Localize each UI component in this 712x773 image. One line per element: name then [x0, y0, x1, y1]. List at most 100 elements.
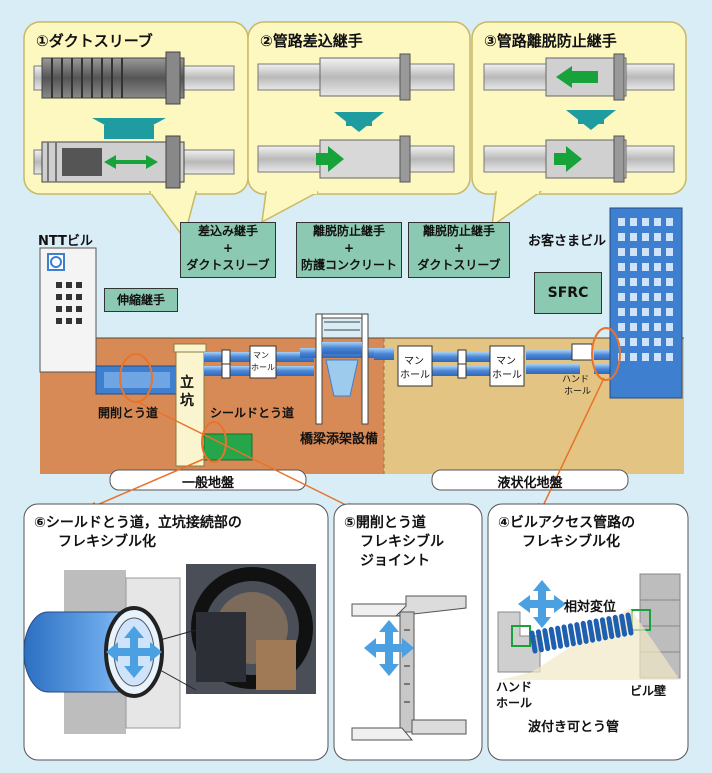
duct-sleeve-drawing	[33, 51, 235, 189]
corrugation-ring	[548, 626, 557, 650]
building-window	[618, 263, 625, 271]
shield-tunnel-label: シールドとう道	[210, 406, 295, 420]
manhole-a-label-bottom: ホール	[251, 363, 275, 372]
sfrc-label: SFRC	[534, 272, 602, 314]
building-window	[666, 263, 673, 271]
ntt-building-label: NTTビル	[38, 234, 93, 249]
corrugation-ring	[625, 612, 634, 636]
building-window	[618, 248, 625, 256]
building-window	[618, 233, 625, 241]
corrugation-ring	[599, 617, 608, 641]
relative-displacement-label: 相対変位	[564, 600, 617, 615]
building-window	[654, 233, 661, 241]
building-window	[642, 353, 649, 361]
expansion-joint-label: 伸縮継手	[104, 288, 178, 312]
ground-label-boxes	[109, 469, 629, 491]
manhole-c-label-top: マン	[496, 356, 516, 367]
building-window	[666, 323, 673, 331]
building-window	[618, 323, 625, 331]
shield-connection-drawing	[23, 564, 316, 734]
building-window	[642, 278, 649, 286]
building-wall-label: ビル壁	[630, 684, 667, 698]
building-window	[642, 338, 649, 346]
building-window	[630, 338, 637, 346]
panel-title-insertion-joint: ②管路差込継手	[260, 32, 363, 50]
manholes	[249, 343, 593, 387]
corrugation-ring	[587, 619, 596, 643]
insertion-joint-drawing	[257, 53, 455, 183]
building-window	[618, 308, 625, 316]
ntt-building	[39, 247, 97, 373]
corrugation-ring	[567, 623, 576, 647]
bridge-facility	[315, 313, 369, 425]
building-window	[630, 218, 637, 226]
handhole-detail-label-top: ハンド	[496, 680, 533, 694]
handhole-detail-label-bottom: ホール	[496, 696, 533, 710]
corrugation-ring	[619, 613, 628, 637]
building-window	[642, 293, 649, 301]
building-window	[642, 323, 649, 331]
corrugation-ring	[612, 614, 621, 638]
corrugation-ring	[593, 618, 602, 642]
building-window	[618, 218, 625, 226]
building-window	[654, 338, 661, 346]
panel-title-shield-connection: ⑥シールドとう道，立坑接続部のフレキシブル化	[34, 515, 242, 550]
corrugated-pipe-label: 波付き可とう管	[528, 720, 620, 735]
anti-detach-joint-drawing	[483, 53, 675, 183]
callout-insertion-sleeve: 差込み継手+ダクトスリーブ	[180, 222, 276, 278]
building-window	[630, 293, 637, 301]
shaft-label-top: 立	[180, 375, 194, 391]
building-window	[666, 353, 673, 361]
building-window	[666, 308, 673, 316]
handhole-label-bottom: ホール	[564, 387, 592, 397]
manhole-c-label-bottom: ホール	[492, 370, 522, 381]
corrugation-ring	[542, 628, 551, 652]
building-window	[666, 248, 673, 256]
open-cut-tunnel	[95, 353, 179, 403]
customer-building	[591, 207, 683, 399]
building-window	[618, 353, 625, 361]
building-window	[618, 338, 625, 346]
panel-title-open-cut-joint: ⑤開削とう道フレキシブルジョイント	[344, 515, 444, 569]
building-window	[642, 263, 649, 271]
manhole-b-label-top: マン	[404, 356, 424, 367]
shaft-label-bottom: 坑	[180, 393, 194, 409]
building-window	[630, 263, 637, 271]
callout-detach-sleeve: 離脱防止継手+ダクトスリーブ	[408, 222, 510, 278]
building-window	[642, 308, 649, 316]
ground-normal-label: 一般地盤	[181, 476, 234, 491]
open-cut-tunnel-label: 開削とう道	[98, 406, 159, 420]
building-window	[642, 233, 649, 241]
manhole-b-label-bottom: ホール	[400, 370, 430, 381]
building-access-drawing	[497, 573, 681, 680]
corrugation-ring	[580, 620, 589, 644]
corrugation-ring	[574, 622, 583, 646]
manhole-a-label-top: マン	[253, 351, 269, 360]
building-window	[630, 353, 637, 361]
open-cut-joint-drawing	[351, 595, 467, 741]
panel-title-duct-sleeve: ①ダクトスリーブ	[36, 32, 153, 50]
corrugation-ring	[535, 629, 544, 653]
corrugation-ring	[529, 630, 538, 654]
building-window	[654, 293, 661, 301]
handhole-label-top: ハンド	[562, 375, 590, 385]
building-window	[666, 218, 673, 226]
corrugation-ring	[561, 624, 570, 648]
building-window	[654, 218, 661, 226]
bridge-facility-label: 橋梁添架設備	[300, 432, 379, 447]
callout-detach-concrete: 離脱防止継手+防護コンクリート	[296, 222, 402, 278]
building-window	[666, 338, 673, 346]
building-window	[654, 323, 661, 331]
building-window	[630, 278, 637, 286]
building-window	[630, 233, 637, 241]
panel-title-building-access: ④ビルアクセス管路のフレキシブル化	[498, 515, 636, 550]
corrugation-ring	[555, 625, 564, 649]
building-window	[654, 278, 661, 286]
building-window	[630, 248, 637, 256]
building-window	[666, 278, 673, 286]
vertical-shaft	[173, 343, 207, 467]
building-window	[642, 218, 649, 226]
building-window	[654, 248, 661, 256]
building-window	[654, 308, 661, 316]
